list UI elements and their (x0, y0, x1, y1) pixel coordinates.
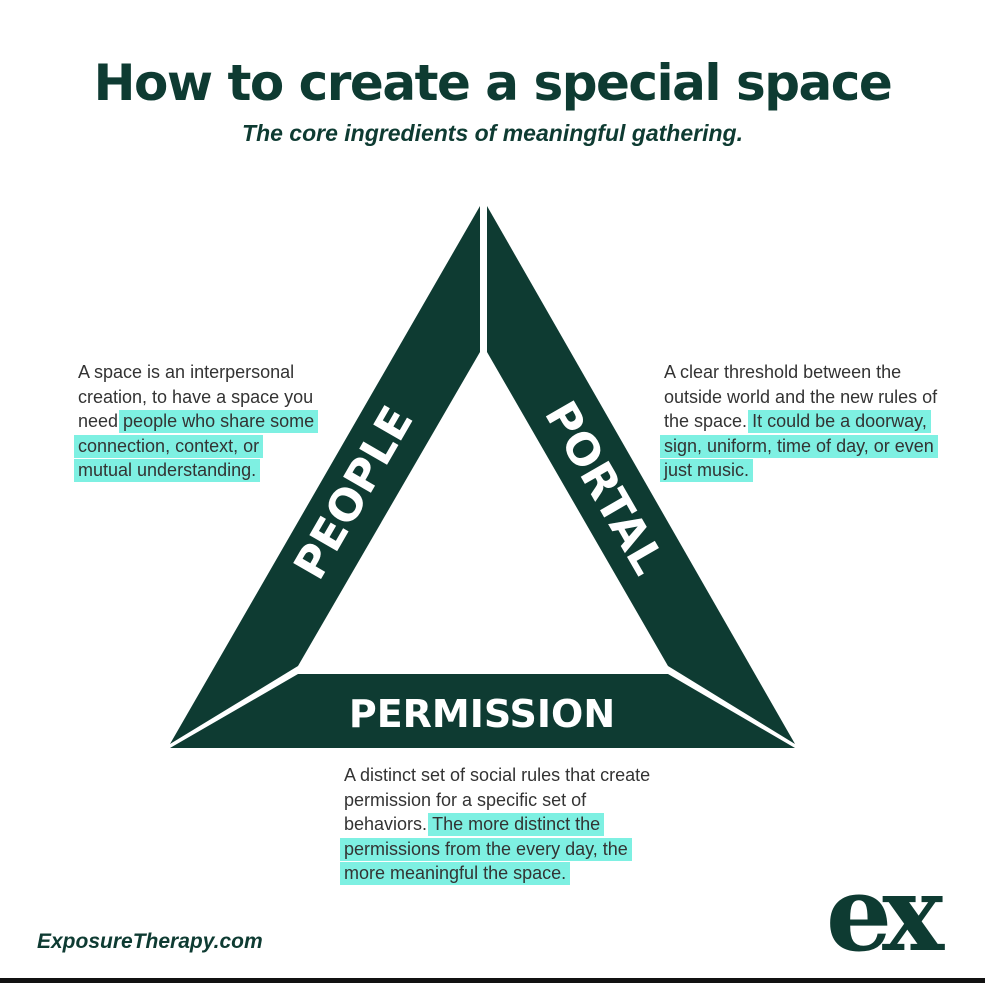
page-subtitle: The core ingredients of meaningful gathe… (242, 120, 743, 146)
permission-label: PERMISSION (349, 692, 615, 736)
ex-logo: ex (826, 868, 955, 964)
people-segment (170, 206, 480, 744)
ex-logo-text: ex (826, 868, 945, 964)
permission-segment (170, 674, 795, 748)
portal-segment (487, 206, 795, 744)
website-link[interactable]: ExposureTherapy.com (37, 930, 263, 953)
portal-description: A clear threshold between the outside wo… (660, 360, 954, 483)
portal-description-plain: A clear threshold between the outside wo… (664, 362, 938, 431)
people-description-plain: A space is an interpersonal creation, to… (78, 362, 314, 431)
permission-description: A distinct set of social rules that crea… (340, 763, 664, 886)
permission-description-plain: A distinct set of social rules that crea… (344, 765, 651, 834)
bottom-border (0, 978, 985, 983)
people-description: A space is an interpersonal creation, to… (74, 360, 319, 483)
page-title: How to create a special space (93, 54, 893, 112)
